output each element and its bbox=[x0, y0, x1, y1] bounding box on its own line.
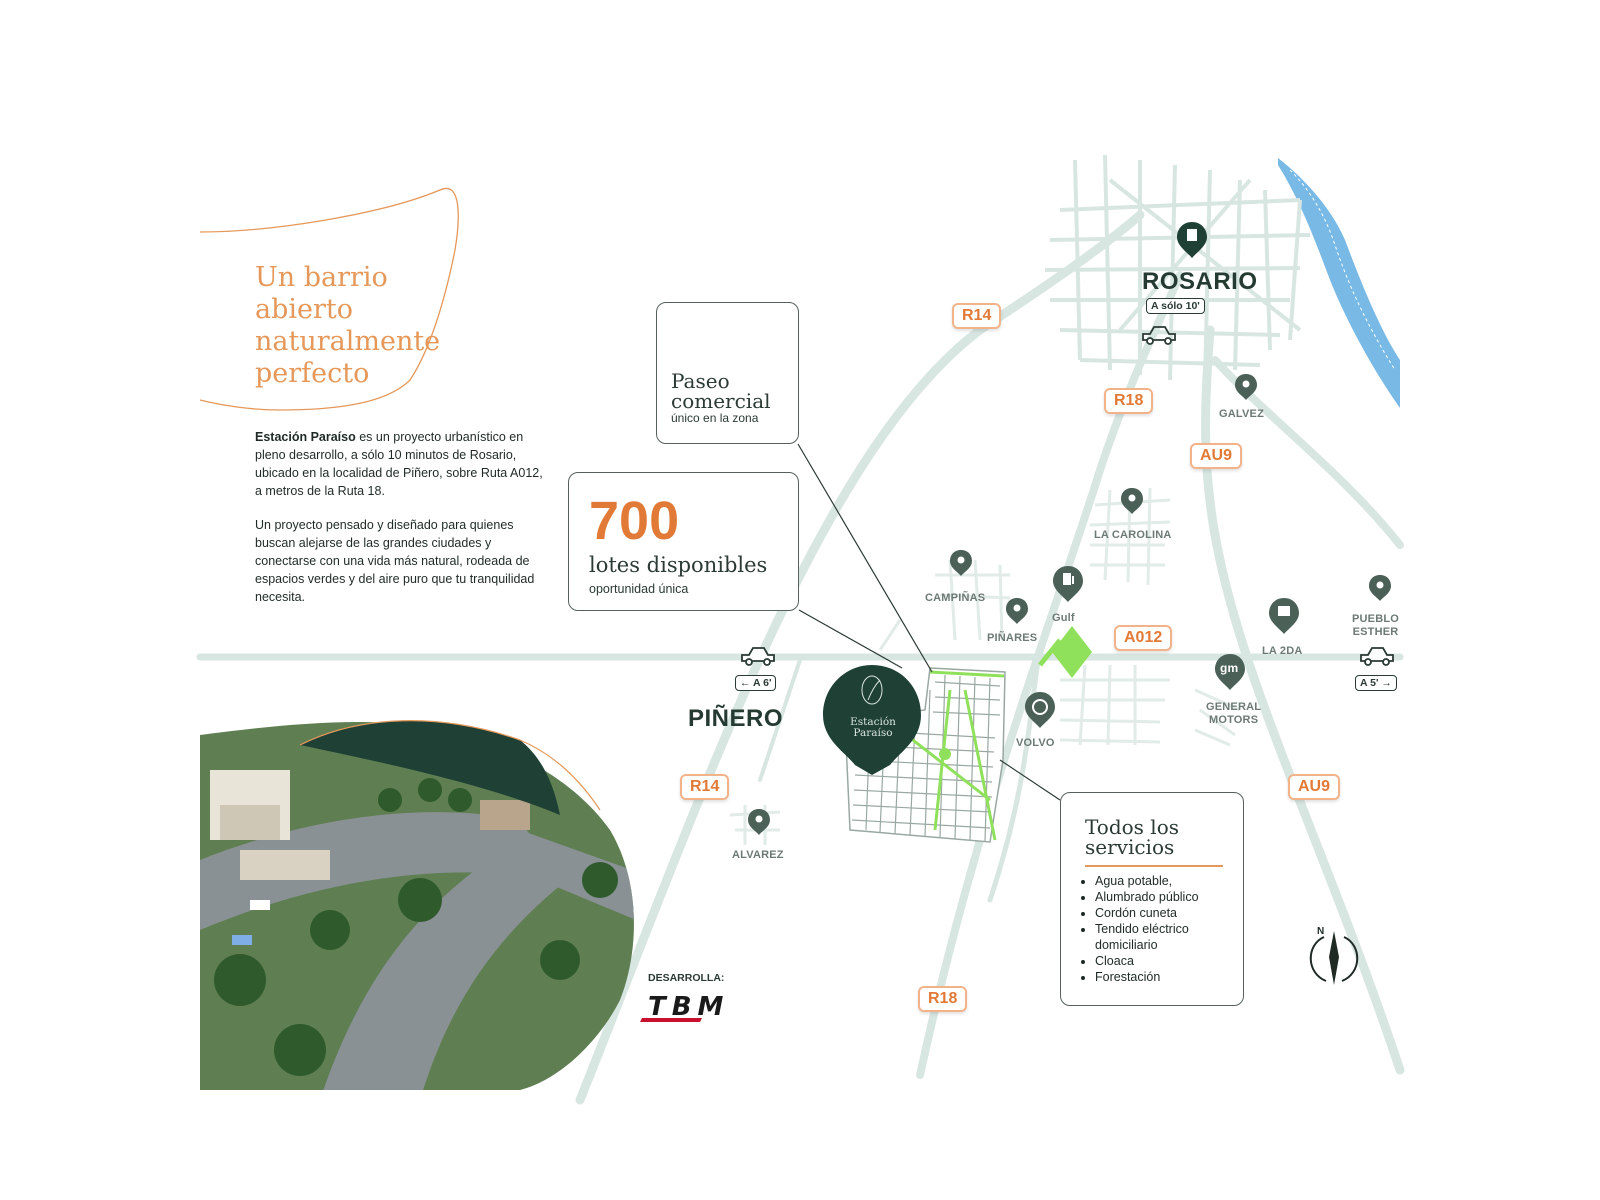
aerial-rendering bbox=[200, 720, 634, 1090]
servicios-item: Forestación bbox=[1095, 969, 1243, 985]
servicios-title: Todos los servicios bbox=[1085, 817, 1179, 857]
label-pueblo-esther-line-2: ESTHER bbox=[1352, 626, 1399, 638]
paseo-comercial-card: Paseo comercial único en la zona bbox=[656, 302, 799, 444]
city-rosario: ROSARIO bbox=[1142, 268, 1258, 295]
pinero-time-tag: ← A 6' bbox=[735, 675, 777, 691]
label-alvarez: ALVAREZ bbox=[732, 849, 784, 861]
pueblo-esther-car-icon bbox=[1360, 647, 1394, 666]
pinero-car-icon bbox=[741, 647, 775, 666]
label-campinas: CAMPIÑAS bbox=[925, 592, 986, 604]
roundabout bbox=[1038, 626, 1092, 678]
servicios-item: Cordón cuneta bbox=[1095, 905, 1243, 921]
galvez-pin-icon bbox=[1235, 374, 1257, 400]
developer-label: DESARROLLA: bbox=[648, 972, 725, 984]
label-pinares: PIÑARES bbox=[987, 632, 1038, 644]
lotes-title: lotes disponibles bbox=[589, 553, 768, 577]
route-badge-r14-bottom: R14 bbox=[680, 774, 730, 800]
route-badge-r18-top: R18 bbox=[1104, 388, 1154, 414]
estacion-paraiso-marker-icon bbox=[823, 665, 921, 775]
intro-text: Estación Paraíso es un proyecto urbaníst… bbox=[255, 428, 545, 622]
pueblo-esther-pin-icon bbox=[1369, 575, 1391, 601]
river bbox=[1278, 158, 1400, 408]
intro-paragraph-1-text: es un proyecto urbanístico en pleno desa… bbox=[255, 430, 543, 498]
estacion-label-line-2: Paraíso bbox=[853, 727, 893, 739]
headline-line-2: abierto bbox=[255, 294, 354, 325]
route-badge-au9-bottom: AU9 bbox=[1288, 774, 1341, 800]
servicios-item: Agua potable, bbox=[1095, 873, 1243, 889]
paseo-title: Paseo comercial bbox=[671, 371, 771, 411]
route-badge-au9-top: AU9 bbox=[1190, 443, 1243, 469]
servicios-title-line-2: servicios bbox=[1085, 835, 1175, 859]
label-volvo: VOLVO bbox=[1016, 737, 1055, 749]
rosario-building-pin-icon bbox=[1177, 222, 1207, 258]
rosario-time-tag: A sólo 10' bbox=[1146, 298, 1205, 314]
label-general-motors: GENERAL MOTORS bbox=[1206, 701, 1261, 727]
headline: Un barrio abierto naturalmente perfecto bbox=[255, 262, 475, 390]
intro-brand-name: Estación Paraíso bbox=[255, 430, 356, 444]
pueblo-esther-time-tag: A 5' → bbox=[1355, 675, 1397, 691]
servicios-item: Cloaca bbox=[1095, 953, 1243, 969]
volvo-pin-icon bbox=[1025, 692, 1055, 728]
servicios-list: Agua potable, Alumbrado público Cordón c… bbox=[1081, 873, 1243, 985]
intro-paragraph-2: Un proyecto pensado y diseñado para quie… bbox=[255, 518, 535, 604]
estacion-paraiso-lots bbox=[844, 667, 1006, 843]
intro-paragraph-1: Estación Paraíso es un proyecto urbaníst… bbox=[255, 428, 545, 500]
title-swoosh bbox=[199, 187, 459, 411]
callout-lines bbox=[797, 443, 1061, 801]
rosario-car-icon bbox=[1142, 326, 1176, 345]
city-pinero: PIÑERO bbox=[688, 705, 784, 732]
compass-north-label: N bbox=[1317, 926, 1325, 937]
campinas-pin-icon bbox=[950, 550, 972, 576]
alvarez-pin-icon bbox=[748, 809, 770, 835]
label-general-motors-line-1: GENERAL bbox=[1206, 701, 1262, 713]
label-galvez: GALVEZ bbox=[1219, 408, 1264, 420]
town-grids bbox=[729, 487, 1241, 845]
servicios-item: Tendido eléctrico domiciliario bbox=[1095, 921, 1243, 953]
gulf-fuel-pin-icon bbox=[1053, 566, 1083, 602]
label-pueblo-esther: PUEBLO ESTHER bbox=[1352, 613, 1399, 639]
pinares-pin-icon bbox=[1006, 598, 1028, 624]
route-badge-a012: A012 bbox=[1114, 625, 1173, 651]
rosario-street-grid bbox=[1044, 154, 1311, 381]
paseo-subtitle: único en la zona bbox=[671, 411, 759, 425]
compass-icon bbox=[1309, 931, 1359, 985]
lotes-card: 700 lotes disponibles oportunidad única bbox=[568, 472, 799, 611]
servicios-card: Todos los servicios Agua potable, Alumbr… bbox=[1060, 792, 1244, 1006]
label-la-carolina: LA CAROLINA bbox=[1094, 529, 1172, 541]
servicios-title-line-1: Todos los bbox=[1085, 815, 1179, 839]
lotes-subtitle: oportunidad única bbox=[589, 582, 689, 596]
headline-line-3: naturalmente bbox=[255, 326, 441, 357]
paseo-title-line-1: Paseo bbox=[671, 369, 730, 393]
gm-logo-text: gm bbox=[1220, 661, 1239, 675]
la-2da-pin-icon bbox=[1269, 598, 1299, 634]
label-pueblo-esther-line-1: PUEBLO bbox=[1352, 613, 1400, 625]
paseo-title-line-2: comercial bbox=[671, 389, 771, 413]
la-carolina-pin-icon bbox=[1121, 488, 1143, 514]
tbm-logo bbox=[640, 1018, 702, 1022]
label-la-2da: LA 2DA bbox=[1262, 645, 1303, 657]
route-badge-r14-top: R14 bbox=[952, 303, 1002, 329]
headline-line-1: Un barrio bbox=[255, 262, 388, 293]
estacion-label-line-1: Estación bbox=[850, 716, 896, 728]
headline-line-4: perfecto bbox=[255, 358, 370, 389]
developer-brand: TBM bbox=[648, 992, 730, 1022]
servicios-item: Alumbrado público bbox=[1095, 889, 1243, 905]
route-badge-r18-bottom: R18 bbox=[918, 986, 968, 1012]
general-motors-pin-icon bbox=[1215, 654, 1245, 690]
label-general-motors-line-2: MOTORS bbox=[1208, 714, 1259, 726]
estacion-paraiso-marker-label: Estación Paraíso bbox=[848, 717, 898, 739]
servicios-divider bbox=[1085, 865, 1223, 867]
label-gulf: Gulf bbox=[1052, 612, 1075, 624]
lotes-number: 700 bbox=[589, 491, 680, 551]
car-icons bbox=[741, 326, 1394, 666]
